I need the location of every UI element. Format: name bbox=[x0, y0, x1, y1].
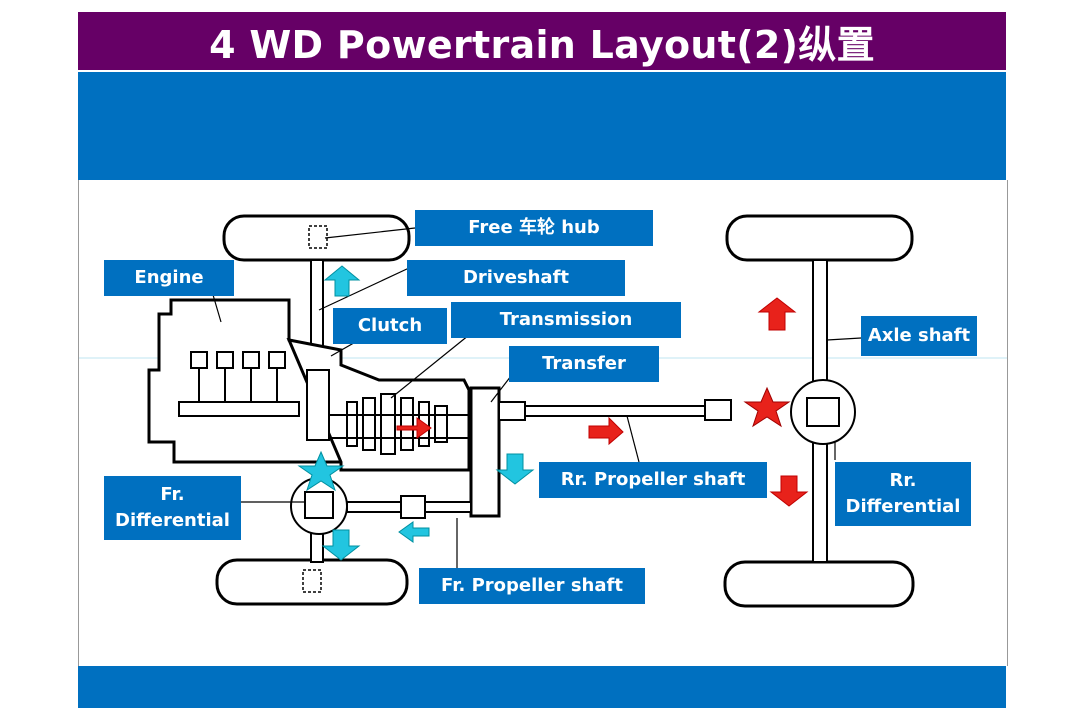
front-prop-joint bbox=[400, 495, 426, 519]
rear-prop-joint-front bbox=[498, 401, 526, 421]
front-propeller-shaft-rear bbox=[424, 501, 472, 513]
header-band bbox=[78, 72, 1006, 180]
label-driveshaft: Driveshaft bbox=[407, 260, 625, 296]
rear-left-wheel bbox=[725, 214, 914, 262]
cyan-power-arrows bbox=[321, 265, 535, 561]
red-arrow-up bbox=[757, 297, 797, 331]
transfer-case bbox=[469, 386, 501, 518]
label-rr-differential: Rr. Differential bbox=[835, 462, 971, 526]
label-transmission: Transmission bbox=[451, 302, 681, 338]
red-arrow-right-2 bbox=[588, 416, 624, 446]
powertrain-diagram bbox=[79, 214, 1007, 608]
label-fr-differential: Fr. Differential bbox=[104, 476, 241, 540]
label-rr-propeller-shaft: Rr. Propeller shaft bbox=[539, 462, 767, 498]
cyan-arrow-up bbox=[323, 265, 361, 297]
front-propeller-shaft bbox=[346, 501, 402, 513]
front-differential-gears bbox=[304, 491, 334, 519]
front-left-wheel bbox=[222, 214, 411, 262]
clutch-unit bbox=[306, 369, 330, 441]
leader-lines bbox=[210, 227, 862, 570]
cyan-star-icon bbox=[297, 450, 345, 492]
cyan-arrow-down bbox=[321, 529, 361, 561]
rear-differential-gears bbox=[806, 397, 840, 427]
front-right-wheel bbox=[215, 558, 409, 606]
slide-title: 4 WD Powertrain Layout(2)纵置 bbox=[78, 12, 1006, 70]
rear-propeller-shaft bbox=[524, 405, 706, 417]
red-arrow-down bbox=[769, 475, 809, 507]
engine-cylinders bbox=[178, 351, 300, 417]
rear-right-wheel bbox=[723, 560, 915, 608]
rear-prop-joint-rear bbox=[704, 399, 732, 421]
slide: 4 WD Powertrain Layout(2)纵置 bbox=[78, 12, 1008, 708]
cyan-arrow-left bbox=[398, 521, 430, 543]
red-power-arrows bbox=[396, 297, 809, 507]
label-axle-shaft: Axle shaft bbox=[861, 316, 977, 356]
red-star-icon bbox=[743, 386, 791, 428]
label-fr-propeller-shaft: Fr. Propeller shaft bbox=[419, 568, 645, 604]
label-transfer: Transfer bbox=[509, 346, 659, 382]
diagram-panel: Free 车轮 hub Engine Driveshaft Clutch Tra… bbox=[78, 180, 1008, 666]
label-free-hub: Free 车轮 hub bbox=[415, 210, 653, 246]
footer-band bbox=[78, 666, 1006, 708]
label-clutch: Clutch bbox=[333, 308, 447, 344]
label-engine: Engine bbox=[104, 260, 234, 296]
red-arrow-right-1 bbox=[396, 417, 432, 439]
cyan-arrow-down-right bbox=[495, 453, 535, 485]
